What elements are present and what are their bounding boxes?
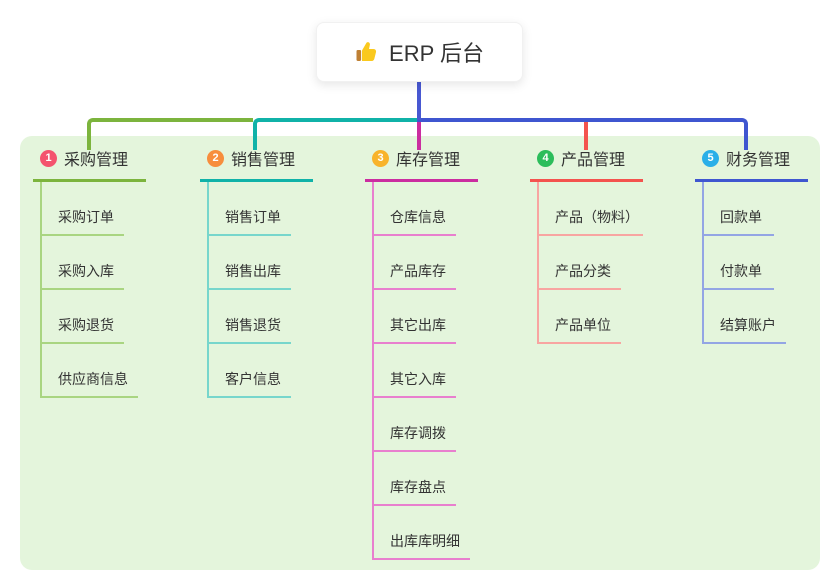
- branch-label: 财务管理: [726, 152, 791, 169]
- mindmap-item[interactable]: 库存调拨: [374, 398, 478, 452]
- item-label: 销售订单: [209, 207, 291, 236]
- connector-branch-4: [584, 120, 588, 150]
- item-label: 产品单位: [539, 315, 621, 344]
- branch-number-badge: 2: [207, 149, 224, 167]
- mindmap-item[interactable]: 出库库明细: [374, 506, 478, 560]
- branch-label: 采购管理: [64, 152, 129, 169]
- connector-branch-1: [87, 118, 253, 150]
- mindmap-item[interactable]: 产品库存: [374, 236, 478, 290]
- branch-label: 产品管理: [561, 152, 626, 169]
- root-label: ERP 后台: [389, 41, 484, 66]
- mindmap-item[interactable]: 销售订单: [209, 182, 313, 236]
- mindmap-item[interactable]: 供应商信息: [42, 344, 146, 398]
- mindmap-item[interactable]: 结算账户: [704, 290, 808, 344]
- connector-branch-3: [417, 118, 421, 150]
- mindmap-item[interactable]: 销售退货: [209, 290, 313, 344]
- mindmap-item[interactable]: 产品单位: [539, 290, 643, 344]
- item-label: 付款单: [704, 261, 774, 290]
- item-label: 结算账户: [704, 315, 786, 344]
- mindmap-item[interactable]: 付款单: [704, 236, 808, 290]
- item-label: 销售退货: [209, 315, 291, 344]
- branch-items: 仓库信息 产品库存 其它出库 其它入库 库存调拨 库存盘点 出库库明细: [372, 182, 478, 560]
- branch-header[interactable]: 5 财务管理: [695, 146, 808, 182]
- item-label: 采购订单: [42, 207, 124, 236]
- mindmap-item[interactable]: 库存盘点: [374, 452, 478, 506]
- item-label: 销售出库: [209, 261, 291, 290]
- item-label: 采购退货: [42, 315, 124, 344]
- mindmap-item[interactable]: 其它出库: [374, 290, 478, 344]
- item-label: 产品分类: [539, 261, 621, 290]
- branch-4: 4 产品管理 产品（物料） 产品分类 产品单位: [530, 146, 643, 344]
- branch-5: 5 财务管理 回款单 付款单 结算账户: [695, 146, 808, 344]
- mindmap-item[interactable]: 销售出库: [209, 236, 313, 290]
- item-label: 采购入库: [42, 261, 124, 290]
- item-label: 其它入库: [374, 369, 456, 398]
- thumbs-up-icon: [355, 40, 379, 64]
- branch-header[interactable]: 4 产品管理: [530, 146, 643, 182]
- branch-header[interactable]: 1 采购管理: [33, 146, 146, 182]
- branch-2: 2 销售管理 销售订单 销售出库 销售退货 客户信息: [200, 146, 313, 398]
- branch-1: 1 采购管理 采购订单 采购入库 采购退货 供应商信息: [33, 146, 146, 398]
- branch-label: 销售管理: [231, 152, 296, 169]
- branches-panel: [20, 136, 820, 570]
- branch-number-badge: 5: [702, 149, 719, 167]
- mindmap-item[interactable]: 客户信息: [209, 344, 313, 398]
- item-label: 产品库存: [374, 261, 456, 290]
- root-node[interactable]: ERP 后台: [316, 22, 523, 82]
- mindmap-item[interactable]: 采购订单: [42, 182, 146, 236]
- mindmap-item[interactable]: 回款单: [704, 182, 808, 236]
- branch-3: 3 库存管理 仓库信息 产品库存 其它出库 其它入库 库存调拨 库存盘点 出库库…: [365, 146, 478, 560]
- mindmap-item[interactable]: 产品分类: [539, 236, 643, 290]
- branch-items: 销售订单 销售出库 销售退货 客户信息: [207, 182, 313, 398]
- mindmap-item[interactable]: 产品（物料）: [539, 182, 643, 236]
- mindmap-item[interactable]: 其它入库: [374, 344, 478, 398]
- item-label: 库存盘点: [374, 477, 456, 506]
- item-label: 供应商信息: [42, 369, 138, 398]
- connector-branch-2: [253, 118, 417, 150]
- mindmap-item[interactable]: 仓库信息: [374, 182, 478, 236]
- branch-items: 产品（物料） 产品分类 产品单位: [537, 182, 643, 344]
- connector-branch-5: [417, 118, 748, 150]
- item-label: 仓库信息: [374, 207, 456, 236]
- branch-items: 采购订单 采购入库 采购退货 供应商信息: [40, 182, 146, 398]
- branch-header[interactable]: 3 库存管理: [365, 146, 478, 182]
- mindmap-item[interactable]: 采购入库: [42, 236, 146, 290]
- connector-root: [417, 82, 421, 120]
- item-label: 客户信息: [209, 369, 291, 398]
- branch-items: 回款单 付款单 结算账户: [702, 182, 808, 344]
- item-label: 库存调拨: [374, 423, 456, 452]
- mindmap-item[interactable]: 采购退货: [42, 290, 146, 344]
- branch-header[interactable]: 2 销售管理: [200, 146, 313, 182]
- branch-number-badge: 1: [40, 149, 57, 167]
- item-label: 产品（物料）: [539, 207, 643, 236]
- branch-number-badge: 4: [537, 149, 554, 167]
- item-label: 回款单: [704, 207, 774, 236]
- item-label: 其它出库: [374, 315, 456, 344]
- branch-number-badge: 3: [372, 149, 389, 167]
- branch-label: 库存管理: [396, 152, 461, 169]
- item-label: 出库库明细: [374, 531, 470, 560]
